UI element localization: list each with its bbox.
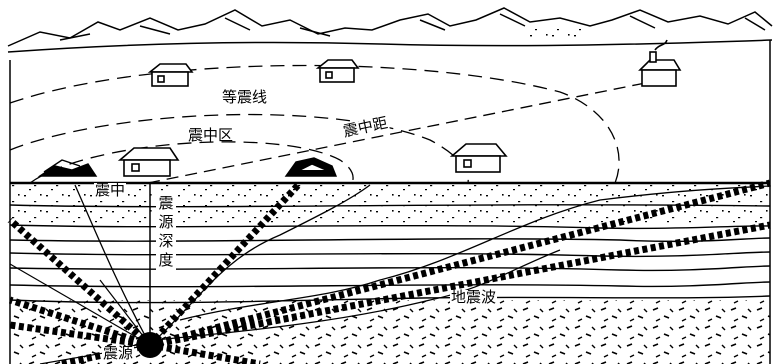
- focus-point: [137, 332, 163, 358]
- house-icon: [117, 147, 180, 177]
- seismic-wave-rays: [7, 179, 771, 364]
- upper-strata: [10, 184, 770, 224]
- mountain-range: [7, 7, 773, 53]
- collapsed-house-icon: [37, 159, 98, 177]
- focal-depth-label: 震源深度: [156, 194, 176, 270]
- focus-label: 震源: [102, 344, 135, 362]
- house-icon: [638, 39, 682, 87]
- house-icon: [315, 59, 360, 83]
- epicentral-area-label: 震中区: [188, 126, 234, 144]
- epicenter-label: 震中: [94, 181, 127, 199]
- epicentral-distance-line: [147, 79, 661, 184]
- house-icon: [147, 63, 194, 87]
- house-icon: [449, 143, 508, 173]
- seismic-wave-label: 地震波: [450, 288, 498, 306]
- isoseismal-line-label: 等震线: [222, 88, 268, 106]
- mountain-gravel-texture: [530, 28, 590, 40]
- collapsed-house-icon: [284, 157, 338, 177]
